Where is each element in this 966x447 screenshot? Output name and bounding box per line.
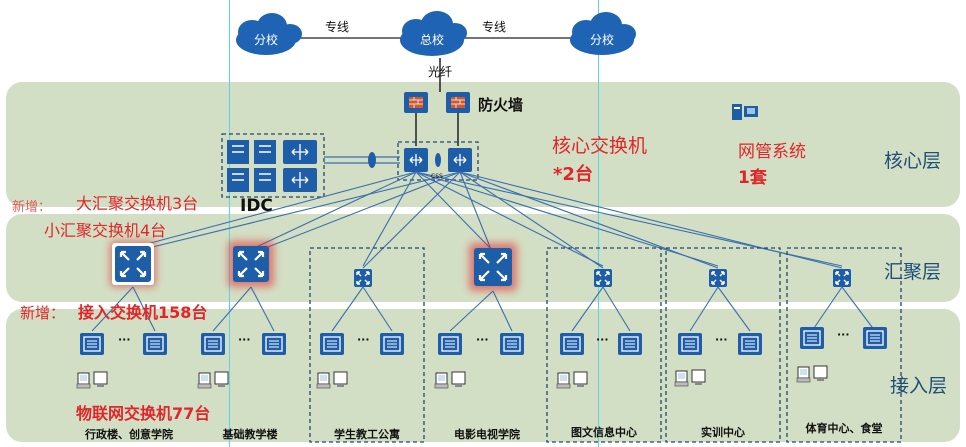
- building-label: 电影电视学院: [454, 428, 520, 441]
- fiber-label: 光纤: [428, 65, 453, 79]
- pc-icon: [796, 365, 828, 383]
- core-layer-label: 核心层: [884, 150, 942, 172]
- core-switch-icon: [448, 148, 472, 172]
- pc-icon: [76, 371, 108, 389]
- big-aggregation-switch-icon: [228, 241, 274, 287]
- building-label: 实训中心: [701, 426, 745, 439]
- nms-title: 网管系统: [738, 142, 806, 162]
- aggregation-layer-label: 汇聚层: [884, 261, 942, 283]
- access-switch-icon: [559, 332, 585, 356]
- router-icon: [283, 140, 317, 164]
- access-switch-icon: [200, 332, 226, 356]
- ellipsis: ···: [837, 328, 850, 341]
- access-switch-icon: [499, 332, 525, 356]
- cloud-right-label: 分校: [590, 33, 615, 47]
- big-aggregation-switch-icon: [469, 243, 517, 291]
- pc-icon: [434, 371, 466, 389]
- cloud-center-label: 总校: [420, 33, 445, 47]
- idc-group: [221, 133, 325, 198]
- small-aggregation-switch-icon: [593, 268, 613, 288]
- nms-count: 1套: [738, 168, 767, 188]
- new-prefix-aggregation: 新增：: [12, 200, 52, 215]
- wan-link-left-label: 专线: [325, 20, 350, 34]
- big-aggregation-switch-icon: [110, 241, 156, 287]
- ellipsis: ···: [476, 333, 489, 346]
- cloud-center-icon: [400, 11, 467, 56]
- access-switch-icon: [261, 332, 287, 356]
- building-group: [546, 247, 662, 443]
- access-switch-icon: [617, 332, 643, 356]
- small-aggregation-switch-icon: [708, 268, 728, 288]
- firewall-icon: [404, 92, 428, 113]
- idc-label: IDC: [240, 196, 273, 216]
- core-switch-icon: [404, 148, 428, 172]
- access-switch-icon: [677, 332, 703, 356]
- building-group: [309, 247, 425, 443]
- access-switch-count: 接入交换机158台: [78, 303, 208, 322]
- ellipsis: ···: [596, 333, 609, 346]
- ellipsis: ···: [238, 333, 251, 346]
- pc-icon: [316, 371, 348, 389]
- iot-switch-count: 物联网交换机77台: [76, 404, 211, 423]
- building-group: [665, 247, 781, 443]
- access-layer-label: 接入层: [890, 375, 948, 397]
- access-switch-icon: [437, 332, 463, 356]
- wan-link-right-label: 专线: [482, 20, 507, 34]
- building-label: 体育中心、食堂: [805, 422, 883, 435]
- core-layer-band: [6, 82, 960, 207]
- access-switch-icon: [379, 332, 405, 356]
- network-management-icon: [732, 104, 758, 120]
- big-aggregation-count: 大汇聚交换机3台: [76, 194, 199, 213]
- ellipsis: ···: [357, 333, 370, 346]
- building-label: 基础教学楼: [222, 428, 278, 441]
- css-label: CSS: [431, 173, 443, 180]
- firewall-label: 防火墙: [478, 96, 524, 114]
- building-label: 学生教工公寓: [334, 428, 400, 441]
- cloud-right-icon: [570, 12, 636, 55]
- access-switch-icon: [862, 326, 888, 350]
- pc-icon: [556, 371, 588, 389]
- access-switch-icon: [142, 332, 168, 356]
- core-switch-title: 核心交换机: [552, 135, 648, 157]
- cloud-left-label: 分校: [254, 33, 279, 47]
- pc-icon: [674, 369, 706, 387]
- access-switch-icon: [737, 332, 763, 356]
- small-aggregation-switch-icon: [353, 268, 373, 288]
- access-switch-icon: [79, 332, 105, 356]
- small-aggregation-switch-icon: [832, 268, 852, 288]
- new-prefix-access: 新增：: [20, 304, 66, 322]
- access-switch-icon: [799, 326, 825, 350]
- building-label: 图文信息中心: [571, 426, 637, 439]
- access-switch-icon: [319, 332, 345, 356]
- core-css-group: [397, 141, 479, 181]
- ellipsis: ···: [715, 333, 728, 346]
- router-icon: [283, 168, 317, 192]
- building-label: 行政楼、创意学院: [85, 428, 173, 441]
- firewall-icon: [446, 92, 470, 113]
- building-group: [786, 247, 902, 443]
- server-icon: [227, 140, 276, 192]
- small-aggregation-count: 小汇聚交换机4台: [44, 221, 167, 240]
- pc-icon: [197, 371, 229, 389]
- core-switch-count: *2台: [553, 164, 593, 185]
- guide-line-left: [229, 0, 230, 447]
- cloud-left-icon: [236, 13, 302, 55]
- ellipsis: ···: [118, 333, 131, 346]
